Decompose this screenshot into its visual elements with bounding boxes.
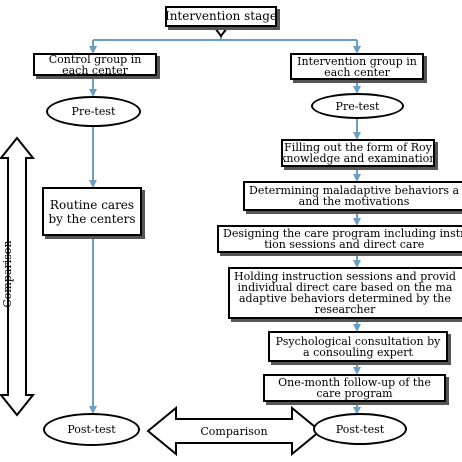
- step-1-box: Filling out the form of Roy knowledge an…: [281, 139, 435, 167]
- step-6-box: One-month follow-up of the care program: [263, 374, 446, 402]
- routine-cares-label: Routine cares by the centers: [48, 197, 136, 226]
- intervention-pretest-oval: Pre-test: [311, 93, 404, 119]
- control-pretest-oval: Pre-test: [46, 96, 141, 127]
- step-1-label: Filling out the form of Roy knowledge an…: [281, 141, 435, 165]
- step-3-label: Designing the care program including ins…: [223, 227, 462, 251]
- step-2-box: Determining maladaptive behaviors a and …: [243, 181, 462, 211]
- intervention-group-box: Intervention group in each center: [290, 53, 424, 80]
- step-2-label: Determining maladaptive behaviors a and …: [249, 184, 460, 208]
- control-pretest-label: Pre-test: [71, 105, 116, 118]
- vertical-comparison-arrow-icon: [0, 136, 36, 417]
- control-posttest-label: Post-test: [67, 423, 116, 436]
- control-group-box: Control group in each center: [33, 53, 157, 76]
- step-3-box: Designing the care program including ins…: [217, 225, 462, 253]
- routine-cares-box: Routine cares by the centers: [42, 187, 142, 236]
- intervention-pretest-label: Pre-test: [335, 99, 380, 113]
- step-6-label: One-month follow-up of the care program: [278, 376, 431, 400]
- step-4-label: Holding instruction sessions and provid …: [234, 270, 456, 316]
- intervention-posttest-label: Post-test: [335, 422, 385, 436]
- intervention-stage-label: Intervention stage: [165, 9, 277, 23]
- step-5-label: Psychological consultation by a consouli…: [275, 334, 441, 359]
- horizontal-comparison-label: Comparison: [200, 424, 268, 438]
- vertical-comparison-label: Comparison: [0, 240, 14, 308]
- intervention-group-label: Intervention group in each center: [297, 54, 417, 79]
- control-posttest-oval: Post-test: [43, 413, 140, 446]
- intervention-posttest-oval: Post-test: [313, 413, 407, 445]
- step-5-box: Psychological consultation by a consouli…: [268, 331, 448, 362]
- control-group-label: Control group in each center: [48, 53, 142, 76]
- intervention-stage-box: Intervention stage: [165, 6, 277, 27]
- step-4-box: Holding instruction sessions and provid …: [228, 267, 462, 319]
